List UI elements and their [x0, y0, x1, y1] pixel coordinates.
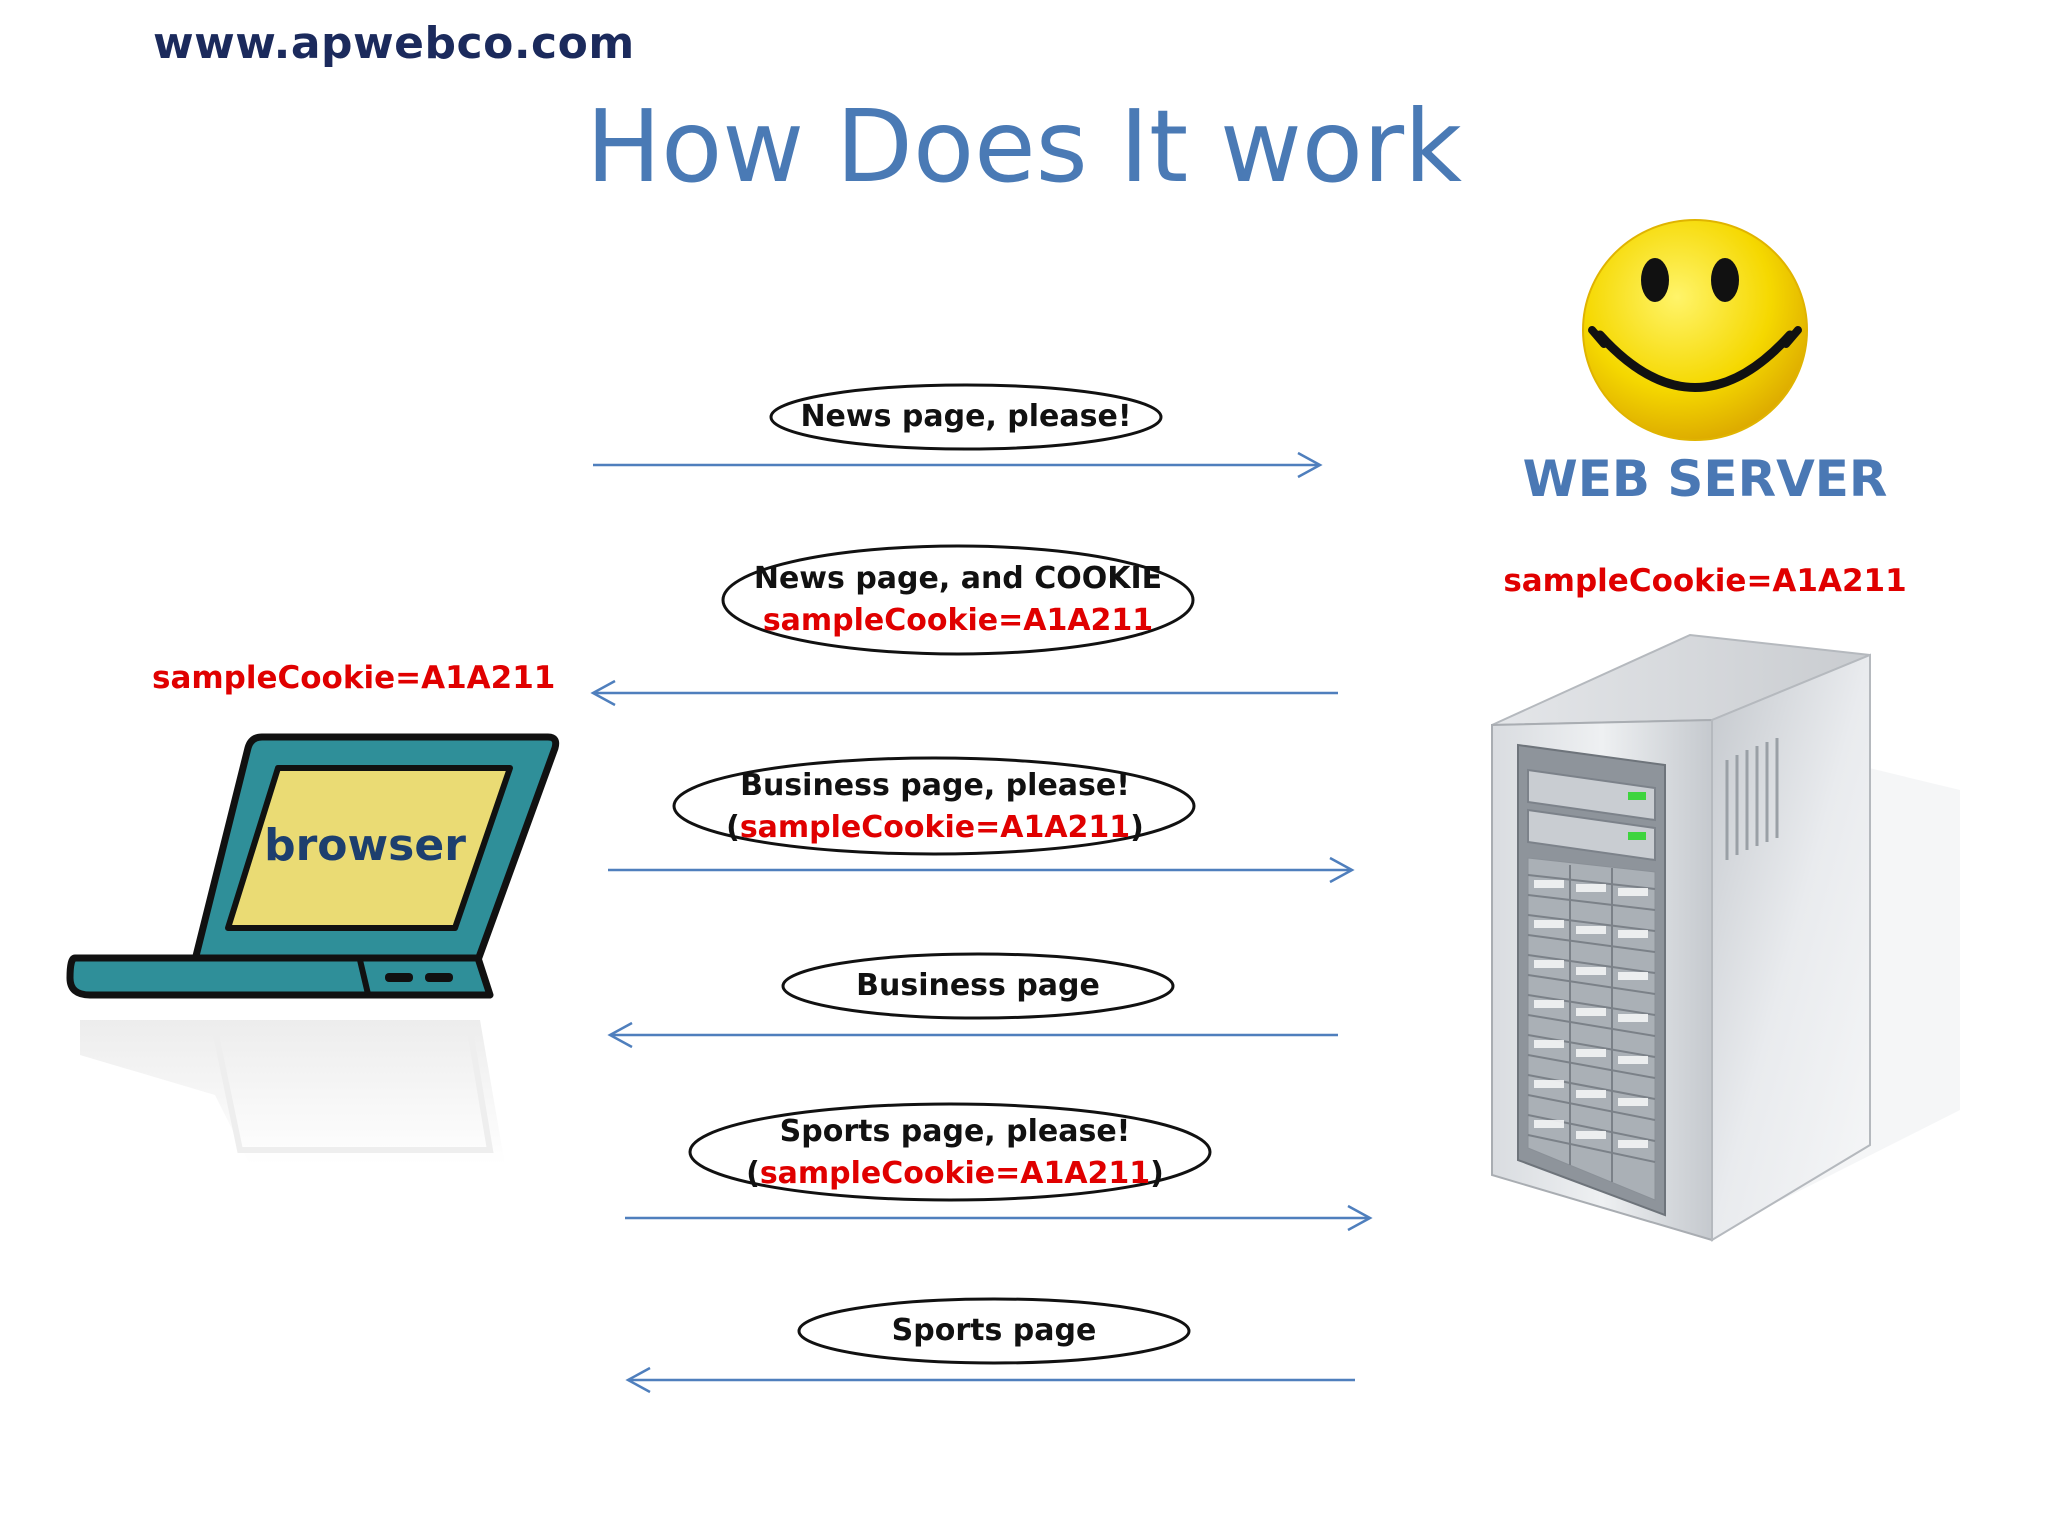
request-arrow-1: [593, 451, 1323, 479]
message-text-1: News page, please!: [766, 396, 1166, 438]
message-line: Sports page, please!: [779, 1114, 1131, 1149]
message-cookie: sampleCookie=A1A211: [739, 810, 1131, 845]
site-url: www.apwebco.com: [153, 18, 635, 69]
response-arrow-3: [625, 1366, 1355, 1394]
browser-label: browser: [264, 820, 466, 871]
message-bubble-4: [781, 952, 1175, 1020]
message-line: Sports page: [891, 1313, 1097, 1348]
message-cookie: sampleCookie=A1A211: [759, 1156, 1151, 1191]
message-line: Business page: [856, 968, 1100, 1003]
message-line: Business page, please!: [740, 768, 1130, 803]
message-text-2: News page, and COOKIE sampleCookie=A1A21…: [723, 558, 1193, 642]
paren-open: (: [726, 810, 740, 845]
server-cookie-label: sampleCookie=A1A211: [1503, 563, 1907, 599]
message-text-5: Sports page, please! (sampleCookie=A1A21…: [720, 1111, 1190, 1195]
web-server-label: WEB SERVER: [1522, 450, 1888, 508]
paren-close: ): [1150, 1156, 1164, 1191]
message-cookie: sampleCookie=A1A211: [762, 603, 1154, 638]
request-arrow-3: [625, 1204, 1373, 1232]
paren-open: (: [746, 1156, 760, 1191]
server-tower-icon: [1491, 633, 1960, 1242]
message-bubble-2: [721, 544, 1195, 656]
message-text-4: Business page: [778, 965, 1178, 1007]
message-bubble-5: [688, 1102, 1212, 1202]
message-bubble-1: [769, 383, 1163, 451]
message-line: News page, please!: [800, 399, 1132, 434]
response-arrow-2: [607, 1021, 1338, 1049]
request-arrow-2: [608, 856, 1355, 884]
message-cookie-line: (sampleCookie=A1A211): [700, 807, 1170, 849]
message-text-3: Business page, please! (sampleCookie=A1A…: [700, 765, 1170, 849]
message-cookie-line: (sampleCookie=A1A211): [720, 1153, 1190, 1195]
smiley-face-icon: [1582, 219, 1808, 441]
response-arrow-1: [590, 679, 1338, 707]
message-line: News page, and COOKIE: [753, 561, 1163, 596]
page-title: How Does It work: [585, 88, 1463, 205]
paren-close: ): [1130, 810, 1144, 845]
message-bubble-6: [797, 1297, 1191, 1365]
message-text-6: Sports page: [794, 1310, 1194, 1352]
browser-cookie-label: sampleCookie=A1A211: [152, 660, 556, 696]
message-bubble-3: [672, 756, 1196, 856]
laptop-icon: [66, 733, 560, 1165]
